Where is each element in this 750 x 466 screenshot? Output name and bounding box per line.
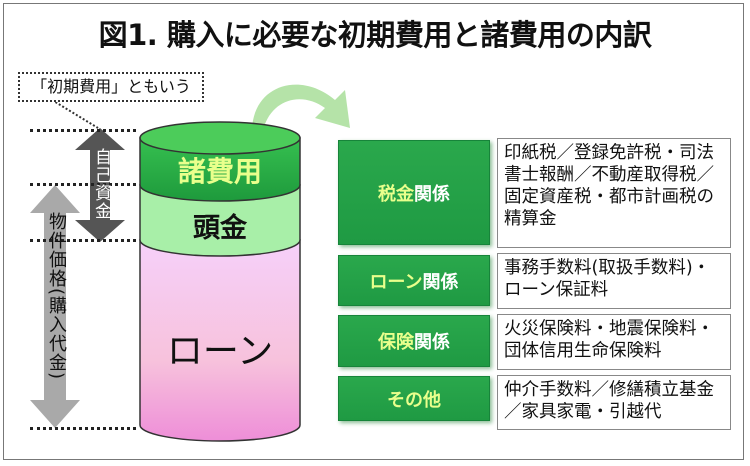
initial-cost-callout: 「初期費用」ともいう [18, 72, 204, 102]
cylinder-loan-label: ローン [166, 331, 274, 372]
property-price-arrow-icon [30, 185, 80, 428]
insurance-detail: 火災保険料・地震保険料・団体信用生命保険料 [497, 314, 731, 370]
category-loan: ローン関係 [338, 255, 490, 306]
curved-arrow-icon [251, 84, 350, 135]
category-tax: 税金関係 [338, 140, 490, 245]
loan-detail: 事務手数料(取扱手数料)・ローン保証料 [497, 253, 731, 309]
category-other: その他 [338, 376, 490, 421]
tax-detail: 印紙税／登録免許税・司法書士報酬／不動産取得税／固定資産税・都市計画税の精算金 [497, 138, 731, 248]
property-price-label: 物件価格(購入代金) [46, 212, 67, 381]
cylinder-icon [139, 121, 301, 442]
dotted-guide-line [30, 239, 136, 242]
other-detail: 仲介手数料／修繕積立基金／家具家電・引越代 [497, 375, 731, 430]
cylinder-misc-costs-label: 諸費用 [177, 155, 262, 188]
dotted-guide-line [30, 427, 136, 430]
page-title: 図1. 購入に必要な初期費用と諸費用の内訳 [98, 18, 652, 52]
cylinder-down-payment-label: 頭金 [193, 213, 247, 244]
dotted-guide-line [30, 183, 136, 186]
own-funds-label: 自己資金 [91, 148, 111, 220]
dotted-guide-line [30, 129, 136, 132]
category-insurance: 保険関係 [338, 315, 490, 367]
figure-frame [3, 3, 744, 460]
